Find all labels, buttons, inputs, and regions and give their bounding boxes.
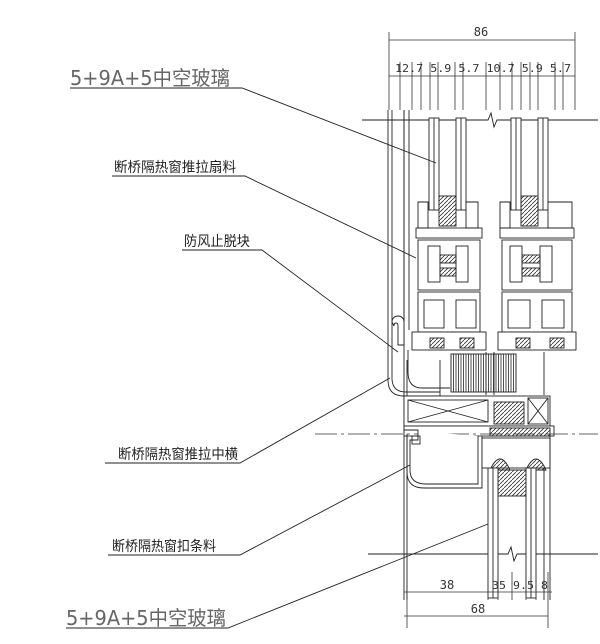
label-sash-profile: 断桥隔热窗推拉扇料 <box>114 159 236 176</box>
label-glass-bottom: 5+9A+5中空玻璃 <box>66 606 226 630</box>
top-total-dimension: 86 <box>474 25 488 39</box>
right-sash <box>497 117 577 351</box>
frame-hook-profile <box>387 315 545 397</box>
wind-block-hatch <box>450 353 517 393</box>
label-wind-block: 防风止脱块 <box>184 234 250 250</box>
leader-glass-bottom <box>66 523 489 629</box>
left-sash <box>411 117 487 351</box>
bottom-segment-dimensions: 35 9.5 8 <box>492 579 548 592</box>
bottom-left-dimension: 38 <box>440 578 454 592</box>
label-bead-profile: 断桥隔热窗扣条料 <box>112 538 216 555</box>
bottom-total-dimension: 68 <box>471 602 485 616</box>
top-dimension-chain <box>388 32 576 110</box>
lower-glazing <box>481 436 551 600</box>
leader-sash-profile <box>112 175 417 259</box>
middle-rail <box>403 395 555 437</box>
leader-middle-rail <box>105 377 391 464</box>
leader-lines <box>66 87 489 629</box>
leader-bead-profile <box>108 464 411 556</box>
top-dimension-ticks <box>399 62 564 110</box>
label-glass-top: 5+9A+5中空玻璃 <box>70 66 230 90</box>
top-segment-dimensions: 12.7 5.9 5.7 10.7 5.9 5.7 <box>395 63 571 75</box>
bottom-dimension-chain <box>404 572 552 628</box>
label-middle-rail: 断桥隔热窗推拉中横 <box>118 446 238 463</box>
frame-outline <box>387 110 410 600</box>
leader-glass-top <box>70 87 437 164</box>
leader-wind-block <box>182 249 399 353</box>
glazing-bead <box>404 429 483 489</box>
